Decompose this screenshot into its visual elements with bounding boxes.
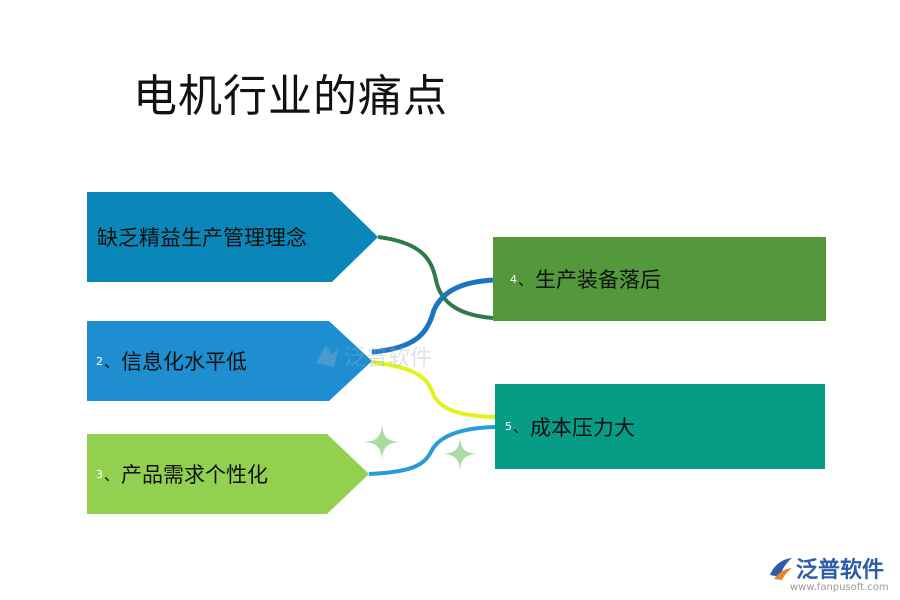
watermark: 泛普软件 <box>312 340 432 372</box>
page-title: 电机行业的痛点 <box>133 71 448 122</box>
watermark-logo-icon <box>316 345 338 367</box>
pain-point-2-text: 信息化水平低 <box>121 350 248 374</box>
pain-point-5-separator: 、 <box>513 418 529 436</box>
sparkle-icon <box>364 424 400 460</box>
pain-point-3-text: 产品需求个性化 <box>121 463 269 487</box>
pain-point-4-separator: 、 <box>518 270 534 289</box>
pain-point-3: 3 、 产品需求个性化 <box>87 434 369 514</box>
pain-point-2-number: 2 <box>96 354 103 368</box>
connector-light-blue <box>368 425 496 476</box>
connector-green <box>377 235 494 320</box>
brand-logo: 泛普软件 www.fanpusoft.com <box>768 552 889 593</box>
fanpu-logo-icon <box>770 558 792 580</box>
sparkle-icon <box>443 437 477 471</box>
pain-point-5: 5 、 成本压力大 <box>495 384 825 469</box>
connector-yellow <box>371 360 496 419</box>
pain-point-3-separator: 、 <box>104 465 120 484</box>
brand-url: www.fanpusoft.com <box>790 582 889 593</box>
brand-name: 泛普软件 <box>796 558 885 583</box>
watermark-text: 泛普软件 <box>344 346 433 371</box>
pain-point-2: 2 、 信息化水平低 <box>87 321 372 401</box>
pain-point-1: 缺乏精益生产管理理念 <box>87 192 378 282</box>
connector-blue <box>371 277 494 355</box>
pain-point-2-separator: 、 <box>104 352 120 371</box>
pain-point-4: 4 、 生产装备落后 <box>493 237 826 321</box>
pain-point-4-text: 生产装备落后 <box>535 268 662 292</box>
pain-point-5-number: 5 <box>505 420 512 433</box>
pain-point-4-number: 4 <box>510 272 517 286</box>
pain-point-1-text: 缺乏精益生产管理理念 <box>97 226 307 250</box>
pain-point-5-text: 成本压力大 <box>530 415 636 440</box>
pain-point-3-number: 3 <box>96 467 103 481</box>
